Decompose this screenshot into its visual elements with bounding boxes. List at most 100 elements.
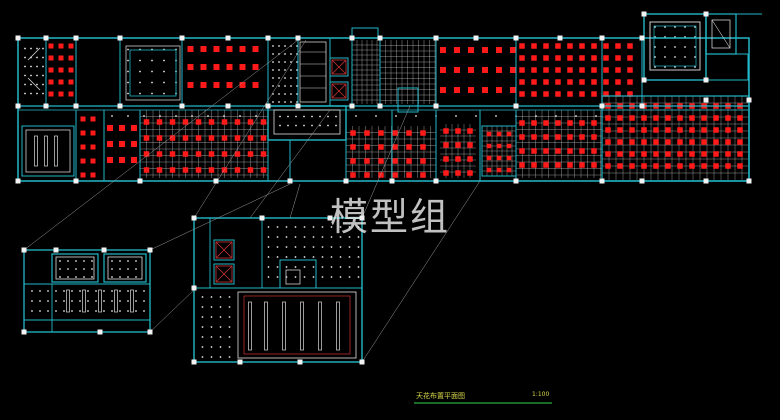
downlight [664, 46, 666, 48]
column-node [377, 35, 383, 41]
downlight [91, 276, 93, 278]
downlight [357, 226, 360, 228]
light-fixture [247, 167, 254, 173]
downlight [296, 85, 298, 87]
light-fixture [653, 139, 659, 145]
downlight [684, 46, 686, 48]
light-fixture [440, 87, 446, 93]
light-fixture [567, 79, 573, 85]
light-fixture [58, 91, 64, 97]
light-fixture [239, 82, 246, 88]
wall-outline [711, 19, 731, 49]
light-fixture [252, 82, 259, 88]
downlight [348, 226, 351, 228]
downlight [39, 300, 41, 302]
downlight [312, 246, 315, 248]
light-fixture [531, 148, 537, 154]
downlight [75, 276, 77, 278]
downlight [279, 115, 281, 118]
light-fixture [221, 119, 228, 125]
downlight [201, 296, 204, 298]
light-fixture [567, 67, 573, 73]
wall-outline [329, 57, 349, 77]
column-node [513, 103, 519, 109]
light-fixture [350, 158, 356, 164]
light-fixture [737, 115, 743, 121]
downlight [284, 93, 286, 95]
light-fixture [406, 172, 412, 178]
light-fixture [701, 115, 707, 121]
downlight [111, 276, 113, 278]
light-fixture [605, 127, 611, 133]
light-fixture [392, 130, 398, 136]
downlight [111, 268, 113, 270]
downlight [664, 56, 666, 58]
downlight [674, 66, 676, 68]
linear-light [114, 289, 118, 313]
light-fixture [725, 139, 731, 145]
wall-outline [237, 291, 357, 359]
light-fixture [591, 120, 597, 126]
light-fixture [58, 43, 64, 49]
downlight [127, 48, 129, 51]
light-fixture [615, 91, 621, 97]
light-fixture [48, 91, 54, 97]
wall-outline [25, 129, 71, 173]
downlight [55, 300, 57, 302]
air-diffuser [215, 265, 233, 283]
light-fixture [543, 67, 549, 73]
downlight [312, 276, 315, 278]
downlight [267, 236, 270, 238]
leader-line [149, 289, 195, 333]
column-node [433, 103, 439, 109]
light-fixture [80, 172, 86, 178]
light-fixture [48, 79, 54, 85]
downlight [330, 266, 333, 268]
downlight [278, 69, 280, 71]
downlight [143, 290, 145, 292]
downlight [36, 92, 38, 95]
downlight [296, 93, 298, 95]
light-fixture [392, 144, 398, 150]
downlight [201, 336, 204, 338]
light-fixture [629, 115, 635, 121]
light-fixture [725, 151, 731, 157]
downlight [294, 276, 297, 278]
linear-light [98, 289, 102, 313]
downlight [674, 56, 676, 58]
light-fixture [689, 163, 695, 169]
light-fixture [392, 172, 398, 178]
light-fixture [195, 135, 202, 141]
light-fixture [486, 131, 492, 137]
light-fixture [68, 43, 74, 49]
downlight [95, 300, 97, 302]
downlight [684, 56, 686, 58]
light-fixture [617, 127, 623, 133]
light-fixture [496, 167, 502, 173]
light-fixture [653, 127, 659, 133]
light-fixture [627, 91, 633, 97]
light-fixture [364, 158, 370, 164]
downlight [83, 268, 85, 270]
downlight [36, 74, 38, 77]
downlight [63, 300, 65, 302]
wall-outline [273, 109, 341, 135]
downlight [284, 69, 286, 71]
light-fixture [689, 151, 695, 157]
downlight [279, 124, 281, 127]
column-node [15, 178, 21, 184]
column-node [349, 35, 355, 41]
light-fixture [665, 163, 671, 169]
downlight [163, 70, 165, 73]
light-fixture [641, 127, 647, 133]
downlight [127, 260, 129, 262]
downlight [335, 115, 337, 118]
light-fixture [208, 167, 215, 173]
column-node [15, 103, 21, 109]
downlight [31, 290, 33, 292]
downlight [30, 74, 32, 77]
light-fixture [131, 125, 137, 131]
downlight [357, 276, 360, 278]
light-fixture [221, 151, 228, 157]
downlight [267, 246, 270, 248]
